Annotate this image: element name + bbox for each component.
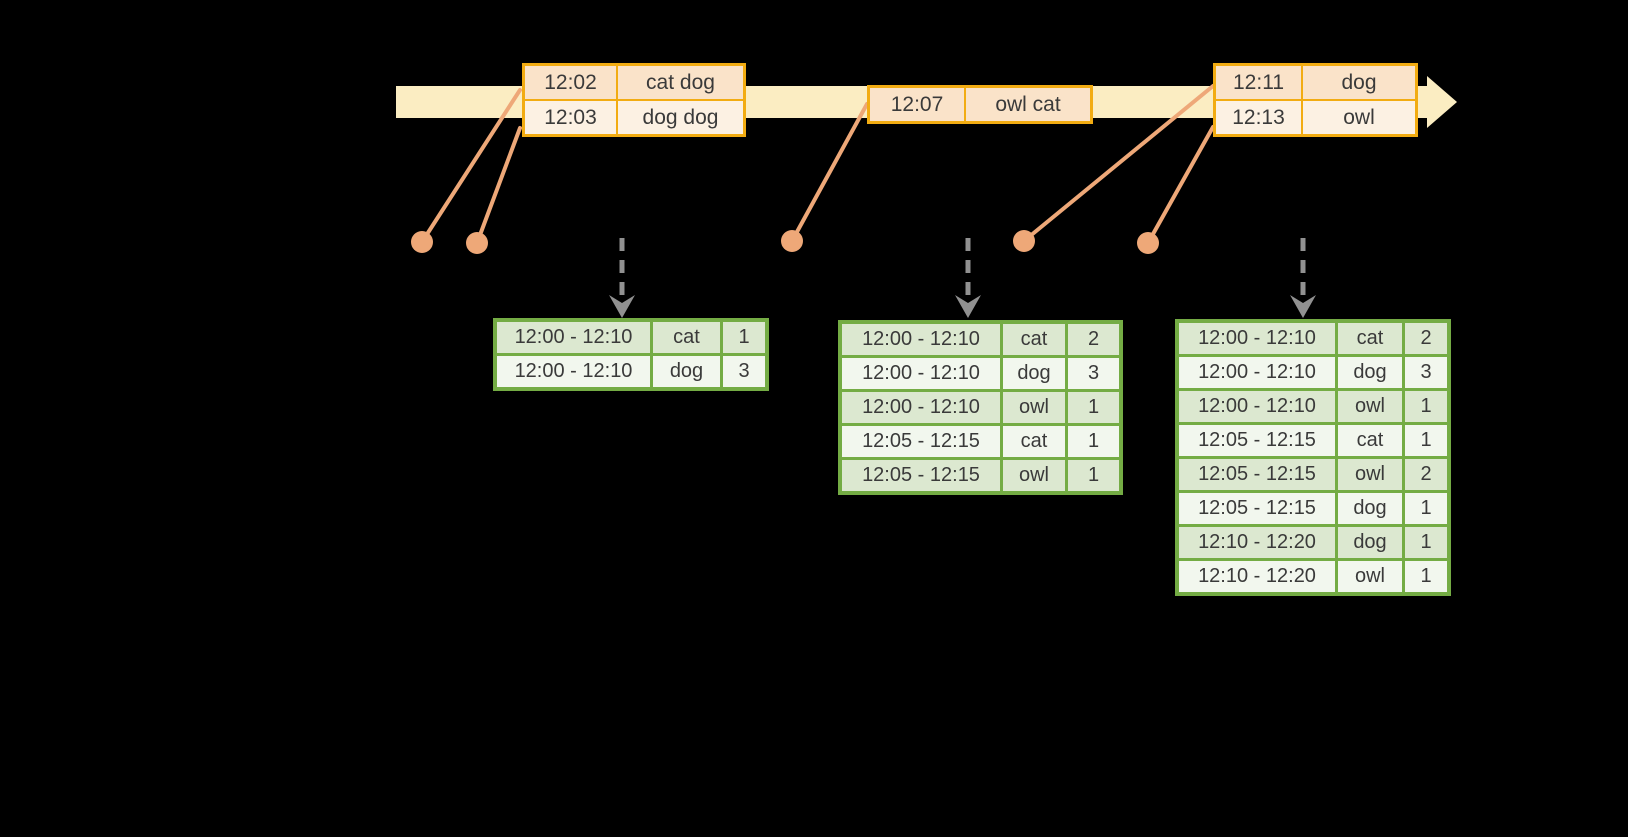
event-dot-4	[1013, 230, 1035, 252]
window-cell: 12:05 - 12:15	[1175, 422, 1338, 459]
word-cell: owl	[1335, 558, 1405, 596]
connector-line-4	[1022, 84, 1215, 243]
word-cell: owl	[1335, 456, 1405, 493]
window-cell: 12:10 - 12:20	[1175, 558, 1338, 596]
word-cell: dog	[1000, 355, 1068, 392]
count-cell: 2	[1065, 320, 1123, 358]
window-cell: 12:05 - 12:15	[838, 423, 1003, 460]
event-words-cell: dog dog	[616, 99, 746, 137]
event-row: 12:03 dog dog	[522, 99, 746, 137]
word-cell: cat	[1000, 423, 1068, 460]
word-cell: cat	[650, 318, 723, 356]
connector-line-5	[1146, 125, 1215, 245]
event-row: 12:07 owl cat	[867, 85, 1093, 124]
event-dot-2	[466, 232, 488, 254]
event-time-cell: 12:11	[1213, 63, 1303, 101]
window-cell: 12:00 - 12:10	[838, 355, 1003, 392]
event-dots	[411, 230, 1159, 254]
count-cell: 1	[1402, 524, 1451, 561]
event-time-cell: 12:07	[867, 85, 966, 124]
event-time-cell: 12:13	[1213, 99, 1303, 137]
connector-line-2	[475, 126, 522, 245]
count-cell: 1	[1402, 558, 1451, 596]
count-cell: 1	[1402, 422, 1451, 459]
connector-lines	[420, 84, 1215, 245]
window-cell: 12:05 - 12:15	[838, 457, 1003, 495]
event-box-1: 12:02 cat dog 12:03 dog dog	[522, 63, 746, 137]
trigger-arrowheads	[609, 295, 1316, 318]
count-cell: 1	[1065, 457, 1123, 495]
trigger-arrows	[619, 238, 1306, 296]
connector-line-3	[790, 102, 869, 243]
count-cell: 1	[1402, 490, 1451, 527]
window-cell: 12:00 - 12:10	[493, 318, 653, 356]
window-cell: 12:05 - 12:15	[1175, 490, 1338, 527]
event-box-3: 12:11 dog 12:13 owl	[1213, 63, 1418, 137]
trigger-arrowhead-icon-2	[955, 295, 981, 318]
word-cell: cat	[1000, 320, 1068, 358]
event-words-cell: dog	[1301, 63, 1418, 101]
count-cell: 1	[720, 318, 769, 356]
timeline-arrowhead-icon	[1427, 76, 1457, 128]
word-cell: dog	[650, 353, 723, 391]
window-cell: 12:00 - 12:10	[838, 320, 1003, 358]
event-row: 12:13 owl	[1213, 99, 1418, 137]
event-words-cell: owl	[1301, 99, 1418, 137]
word-cell: owl	[1000, 457, 1068, 495]
event-time-cell: 12:02	[522, 63, 618, 101]
window-cell: 12:00 - 12:10	[1175, 388, 1338, 425]
count-cell: 3	[720, 353, 769, 391]
event-row: 12:11 dog	[1213, 63, 1418, 101]
event-words-cell: owl cat	[964, 85, 1093, 124]
word-cell: dog	[1335, 524, 1405, 561]
word-cell: dog	[1335, 354, 1405, 391]
trigger-arrowhead-icon-1	[609, 295, 635, 318]
event-dot-5	[1137, 232, 1159, 254]
count-cell: 2	[1402, 319, 1451, 357]
word-cell: cat	[1335, 319, 1405, 357]
window-cell: 12:05 - 12:15	[1175, 456, 1338, 493]
count-cell: 3	[1402, 354, 1451, 391]
event-dot-1	[411, 231, 433, 253]
event-dot-3	[781, 230, 803, 252]
window-cell: 12:00 - 12:10	[1175, 319, 1338, 357]
event-row: 12:02 cat dog	[522, 63, 746, 101]
window-cell: 12:10 - 12:20	[1175, 524, 1338, 561]
window-cell: 12:00 - 12:10	[838, 389, 1003, 426]
count-cell: 1	[1065, 389, 1123, 426]
count-cell: 1	[1402, 388, 1451, 425]
word-cell: owl	[1335, 388, 1405, 425]
window-cell: 12:00 - 12:10	[493, 353, 653, 391]
trigger-arrowhead-icon-3	[1290, 295, 1316, 318]
event-words-cell: cat dog	[616, 63, 746, 101]
word-cell: owl	[1000, 389, 1068, 426]
count-cell: 3	[1065, 355, 1123, 392]
word-cell: cat	[1335, 422, 1405, 459]
count-cell: 2	[1402, 456, 1451, 493]
count-cell: 1	[1065, 423, 1123, 460]
event-time-cell: 12:03	[522, 99, 618, 137]
connector-line-1	[420, 88, 522, 244]
window-cell: 12:00 - 12:10	[1175, 354, 1338, 391]
event-box-2: 12:07 owl cat	[867, 85, 1093, 124]
word-cell: dog	[1335, 490, 1405, 527]
